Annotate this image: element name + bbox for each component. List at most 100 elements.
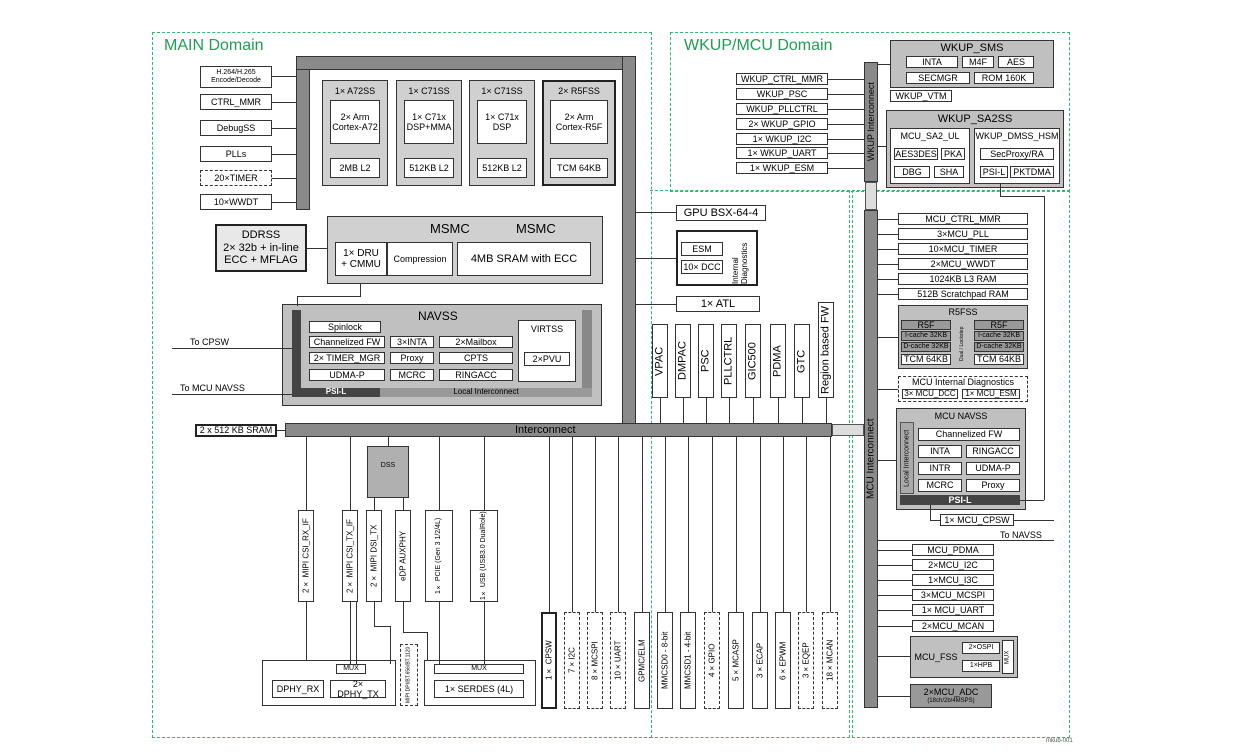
main-domain-title: MAIN Domain [164, 37, 264, 54]
csi-tx-block: 2× MIPI CSI_TX_IF [342, 510, 358, 602]
pdma-block: PDMA [770, 324, 786, 398]
pktdma-block: PKTDMA [1010, 166, 1054, 178]
mcu-scratchpad: 512B Scratchpad RAM [898, 288, 1028, 300]
dbg-block: DBG [894, 166, 930, 178]
main-domain [152, 32, 652, 738]
wkup-esm: 1× WKUP_ESM [736, 162, 828, 174]
msmc-label-2: MSMC [516, 221, 556, 236]
pcie-block: 1× PCIE (Gen 3 1/2/4L) [425, 510, 453, 602]
dss-label: DSS [380, 462, 396, 469]
pvu-block: 2×PVU [524, 352, 570, 366]
gpio-block: 4×GPIO [704, 612, 720, 709]
footer-id: mkub-001 [1046, 738, 1073, 744]
wkup-interconnect: WKUP Interconnect [864, 62, 878, 182]
mcasp-block: 5×MCASP [728, 612, 744, 709]
sa2-ul-title: MCU_SA2_UL [900, 131, 960, 141]
mcu-cpsw: 1× MCU_CPSW [940, 514, 1014, 526]
r5f-0-tcm: TCM 64KB [901, 354, 951, 365]
main-bus-right [622, 56, 636, 424]
dss-block [367, 446, 409, 498]
esm-block: ESM [681, 242, 723, 256]
aes3des-block: AES3DES [894, 148, 938, 160]
dphy-rx-block: DPHY_RX [272, 680, 324, 698]
mcu-mcrc: MCRC [918, 479, 962, 492]
mcu-l3-ram: 1024KB L3 RAM [898, 273, 1028, 285]
to-navss-label: To NAVSS [1000, 530, 1042, 540]
navss-psil-label: PSI-L [325, 387, 347, 396]
mcu-adc-label: 2×MCU_ADC [923, 687, 979, 698]
mcu-interconnect: MCU Interconnect [864, 210, 878, 708]
debugss-block: DebugSS [200, 120, 272, 136]
gpu-block: GPU BSX-64-4 [676, 205, 766, 221]
csi-rx-block: 2× MIPI CSI_RX_IF [298, 510, 314, 602]
mcu-timer: 10×MCU_TIMER [898, 243, 1028, 255]
navss-title: NAVSS [418, 309, 458, 323]
phy-group-2 [424, 660, 536, 706]
mux-1: MUX [336, 664, 366, 674]
virtss-block [518, 320, 576, 382]
main-mcu-link [832, 424, 864, 436]
mcu-esm: 1× MCU_ESM [962, 389, 1020, 399]
dcc-block: 10× DCC [681, 260, 723, 274]
wkup-psc: WKUP_PSC [736, 88, 828, 100]
i2c-block: 7×I2C [564, 612, 580, 709]
mcu-local-ic: Local Interconnect [900, 422, 914, 494]
navss-chfw-block: Channelized FW [309, 336, 385, 348]
sms-rom: ROM 160K [974, 72, 1034, 84]
mcu-dcc: 3× MCU_DCC [902, 389, 958, 399]
mipi-dpi-block: MIPI DPI/BT.656/BT.1120 [400, 644, 418, 706]
r5f-tcm: TCM 64KB [550, 158, 608, 178]
mcu-i3c: 1×MCU_I3C [912, 574, 994, 586]
mcu-ctrl-mmr: MCU_CTRL_MMR [898, 213, 1028, 225]
c71ss-title: 1× C71SS [481, 86, 523, 96]
vpac-block: VPAC [652, 324, 668, 398]
mmcsd0-block: MMCSD0 - 8-bit [657, 612, 673, 709]
wkup-sms-title: WKUP_SMS [940, 42, 1004, 54]
wwdt-block: 10×WWDT [200, 194, 272, 210]
r5f-0-label: R5F [901, 320, 951, 330]
mcspi-block: 8×MCSPI [587, 612, 603, 709]
main-bus-left [296, 56, 310, 210]
dru-block: 1× DRU+ CMMU [335, 242, 387, 276]
mcu-psil-bar [900, 495, 1020, 505]
navss-mcrc-block: MCRC [390, 369, 434, 381]
sms-aes: AES [998, 56, 1034, 68]
navss-ringacc-block: RINGACC [439, 369, 513, 381]
mcu-intr: INTR [918, 462, 962, 475]
c71-mma-l2: 512KB L2 [404, 158, 454, 178]
mmcsd1-block: MMCSD1 - 4-bit [680, 612, 696, 709]
sms-inta: INTA [906, 56, 958, 68]
wkup-uart: 1× WKUP_UART [736, 147, 828, 159]
mcu-r5fss-title: R5FSS [948, 307, 978, 317]
msmc-sram-block: 4MB SRAM with ECC [457, 242, 591, 276]
ecap-block: 3×ECAP [752, 612, 768, 709]
navss-proxy-block: Proxy [390, 352, 434, 364]
mcu-uart: 1× MCU_UART [912, 604, 994, 616]
hpb-block: 1×HPB [962, 660, 1000, 672]
epwm-block: 6×EPWM [775, 612, 791, 709]
mcu-inta: INTA [918, 445, 962, 458]
wkup-vtm: WKUP_VTM [890, 90, 952, 102]
wkup-domain-lower [852, 190, 1070, 738]
navss-local-ic-bar [380, 388, 592, 397]
main-domain-lower [650, 190, 850, 738]
main-interconnect-bar [285, 423, 832, 437]
r5f-1-label: R5F [974, 320, 1024, 330]
pka-block: PKA [941, 148, 965, 160]
mcu-wwdt: 2×MCU_WWDT [898, 258, 1028, 270]
pllctrl-block: PLLCTRL [721, 324, 737, 398]
internal-diag-block [676, 230, 758, 286]
mcu-diag-title: MCU Internal Diagnostics [911, 377, 1015, 387]
sms-m4f: M4F [962, 56, 994, 68]
wkup-domain-title: WKUP/MCU Domain [684, 37, 833, 54]
c71ss-mma-title: 1× C71SS [408, 86, 450, 96]
sha-block: SHA [934, 166, 964, 178]
navss-udmap-block: UDMA-P [309, 369, 385, 381]
wkup-mcu-link [865, 182, 877, 210]
wkup-pllctrl: WKUP_PLLCTRL [736, 103, 828, 115]
mcu-proxy: Proxy [966, 479, 1020, 492]
mcan-block: 18×MCAN [822, 612, 838, 709]
dmpac-block: DMPAC [675, 324, 691, 398]
